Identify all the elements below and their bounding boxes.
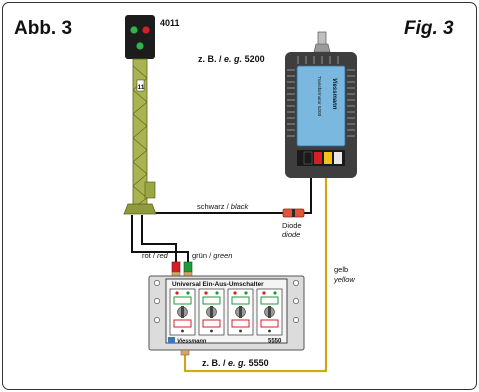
signal-green-lamp — [130, 26, 138, 34]
switch-channel-2 — [198, 288, 225, 336]
black-wire-right — [304, 178, 312, 214]
yellow-wire-label-de: gelb — [334, 265, 348, 274]
switch-bottom-plug — [180, 349, 190, 356]
diode-label-en: diode — [282, 230, 300, 239]
mast-plate-label: 11 — [138, 84, 145, 91]
switch-channel-4 — [256, 288, 283, 336]
red-wire-label: rot / red — [142, 251, 169, 260]
signal-head — [125, 15, 155, 59]
title-right: Fig. 3 — [404, 18, 454, 39]
green-plug — [183, 261, 193, 273]
screw-icon — [154, 280, 160, 286]
red-plug — [171, 261, 181, 273]
title-left: Abb. 3 — [14, 18, 72, 39]
signal-base — [123, 203, 157, 215]
switch-channel-3 — [227, 288, 254, 336]
signal-red-lamp — [142, 26, 150, 34]
screw-icon — [154, 298, 160, 304]
yellow-wire-label-en: yellow — [333, 275, 355, 284]
switch-channel-1 — [169, 288, 196, 336]
signal-number: 4011 — [160, 18, 180, 28]
mast-junction-box — [144, 181, 156, 199]
switch-brand: Viessmann — [177, 339, 207, 345]
transformer-label-panel — [296, 65, 346, 147]
diode-label-de: Diode — [282, 221, 302, 230]
green-wire-label: grün / green — [192, 251, 232, 260]
transformer-ref: z. B. / e. g. 5200 — [198, 54, 265, 64]
switch-model-small: 5550 — [268, 339, 282, 345]
transformer-side-text: Transformator 5200 — [317, 76, 322, 117]
switch-title: Universal Ein-Aus-Umschalter — [172, 281, 264, 288]
transformer-brand: Viessmann — [331, 78, 337, 110]
transformer-fins — [287, 56, 355, 137]
black-wire-label: schwarz / black — [197, 202, 250, 211]
screw-icon — [293, 317, 299, 323]
brand-logo-icon — [168, 337, 175, 343]
signal-green-lamp-lower — [136, 42, 144, 50]
switch-ref: z. B. / e. g. 5550 — [202, 358, 269, 368]
screw-icon — [293, 280, 299, 286]
screw-icon — [154, 317, 160, 323]
signal-cable-b — [131, 215, 189, 262]
screw-icon — [293, 298, 299, 304]
